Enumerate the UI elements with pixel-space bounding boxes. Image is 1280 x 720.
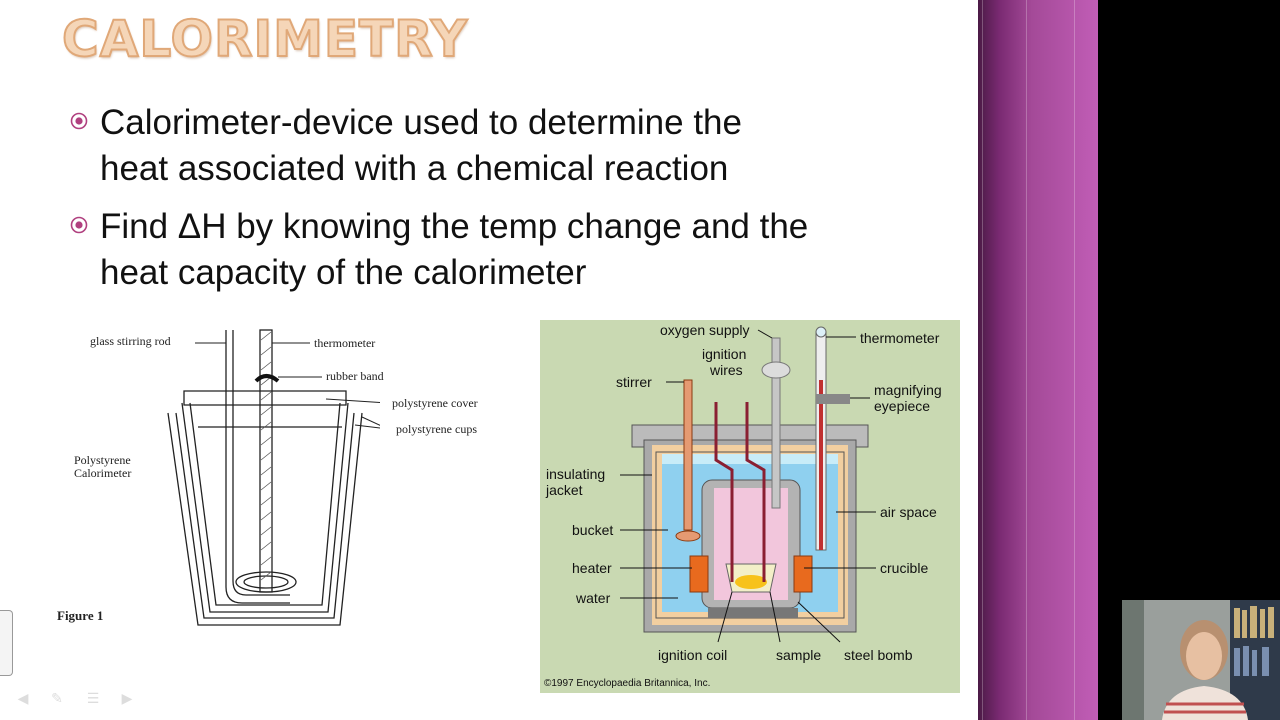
slideshow-toolbar: ◀ ✎ ☰ ▶ [14, 690, 144, 710]
label-bucket: bucket [572, 522, 614, 538]
slide: CALORIMETRY Calorimeter-device used to d… [0, 0, 978, 720]
polystyrene-calorimeter-diagram [167, 329, 380, 626]
bullet-1-line-1: Calorimeter-device used to determine the [100, 103, 742, 142]
label-glass-stirring-rod: glass stirring rod [90, 334, 171, 348]
slide-panel-tab[interactable] [0, 610, 13, 676]
label-thermometer-fig2: thermometer [860, 330, 940, 346]
bullet-2-line-2: heat capacity of the calorimeter [100, 253, 587, 292]
next-arrow-icon[interactable]: ▶ [121, 691, 133, 707]
previous-arrow-icon[interactable]: ◀ [17, 691, 29, 707]
copyright-text: ©1997 Encyclopaedia Britannica, Inc. [544, 678, 711, 689]
bullet-1-line-2: heat associated with a chemical reaction [100, 149, 729, 188]
menu-icon[interactable]: ☰ [86, 691, 100, 707]
label-stirrer: stirrer [616, 374, 652, 390]
circled-dot-icon [70, 216, 88, 234]
pen-icon[interactable]: ✎ [51, 691, 63, 707]
label-wires: wires [710, 362, 743, 378]
circled-dot-icon [70, 112, 88, 130]
label-eyepiece: eyepiece [874, 398, 931, 414]
label-ignition-coil: ignition coil [658, 647, 728, 663]
slide-title: CALORIMETRY [61, 9, 469, 69]
presenter-webcam [1122, 600, 1280, 720]
label-polystyrene-cups: polystyrene cups [396, 422, 477, 436]
label-crucible: crucible [880, 560, 929, 576]
label-rubber-band: rubber band [326, 369, 384, 383]
label-jacket: jacket [546, 482, 583, 498]
bomb-calorimeter-diagram: oxygen supply thermometer ignition wires… [540, 320, 960, 693]
label-insulating: insulating [546, 466, 606, 482]
label-air-space: air space [880, 504, 937, 520]
bullet-2-line-1: Find ΔH by knowing the temp change and t… [100, 207, 809, 246]
slide-side-band [978, 0, 1098, 720]
label-polystyrene-cover: polystyrene cover [392, 396, 478, 410]
label-sample: sample [776, 647, 822, 663]
label-heater: heater [572, 560, 612, 576]
label-water: water [576, 590, 611, 606]
figure-caption: Figure 1 [57, 608, 104, 623]
label-ignition: ignition [702, 346, 747, 362]
label-steel-bomb: steel bomb [844, 647, 913, 663]
label-polystyrene: Polystyrene [74, 453, 131, 467]
label-calorimeter: Calorimeter [74, 466, 132, 480]
label-magnifying: magnifying [874, 382, 942, 398]
label-thermometer-fig1: thermometer [314, 336, 376, 350]
label-oxygen-supply: oxygen supply [660, 322, 750, 338]
